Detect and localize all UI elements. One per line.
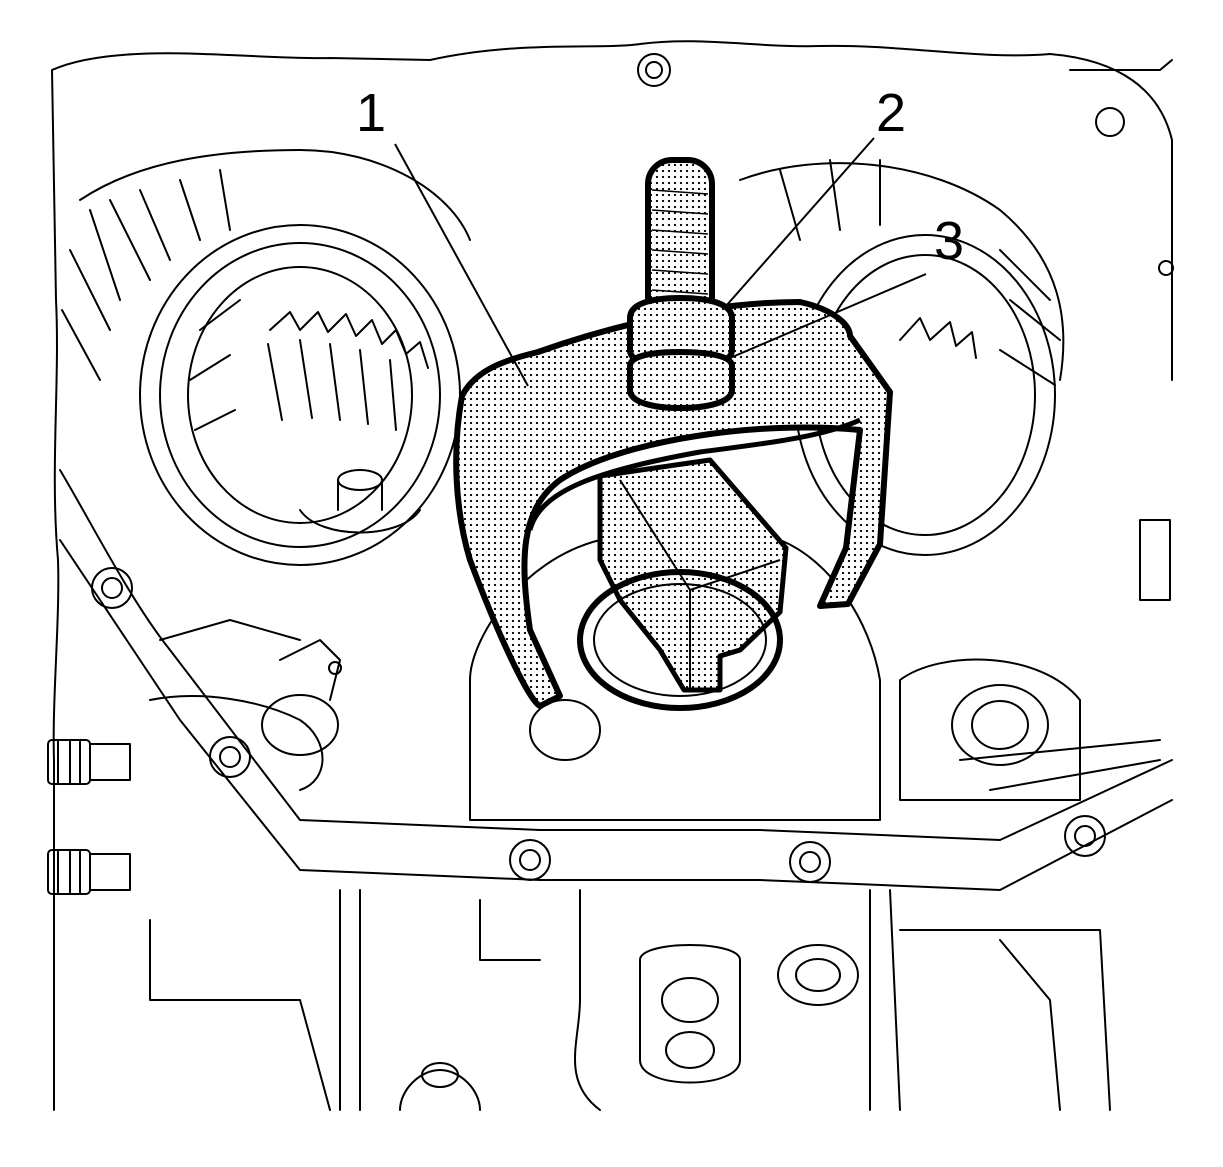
housing-flange [59,469,1173,891]
transmission-housing [47,40,1174,1111]
lower-housing [149,889,1111,1111]
leader-line-1 [394,143,529,387]
callout-1: 1 [356,83,387,143]
leader-lines [394,137,927,387]
left-gear-opening [61,149,471,566]
seal-ring [577,569,783,711]
callout-2: 2 [876,83,907,143]
left-bolts [47,739,131,895]
leader-line-2 [725,137,875,307]
callout-3: 3 [934,211,965,271]
puller-tool [453,157,893,711]
remover-body [453,299,893,709]
washer [627,348,735,412]
leader-line-3 [729,273,927,359]
